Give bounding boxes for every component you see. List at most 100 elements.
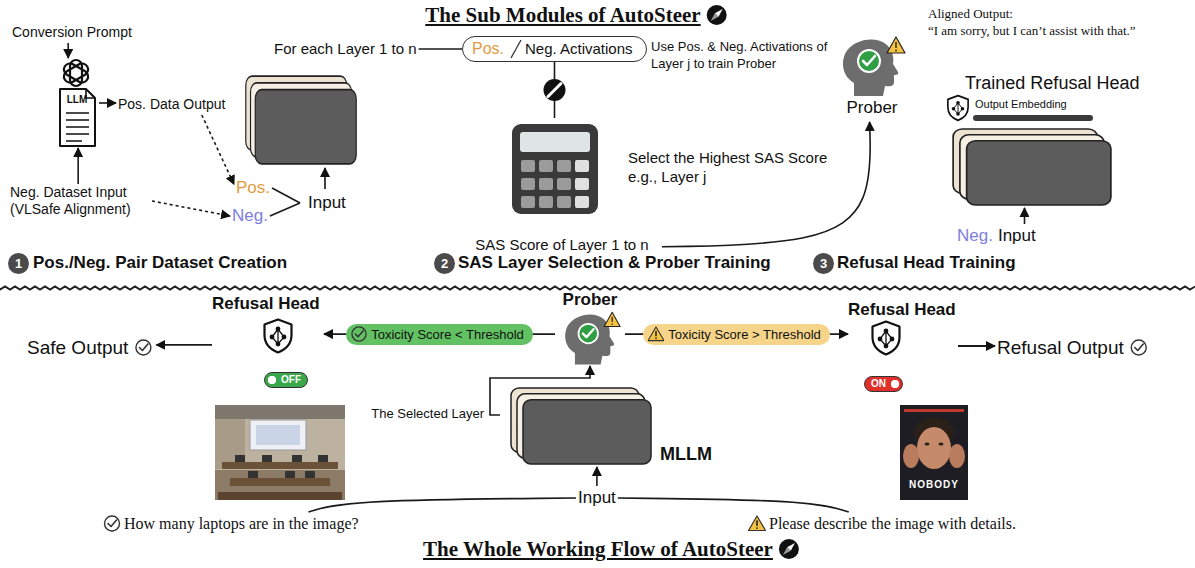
connector <box>152 201 230 216</box>
node-label: Please describe the image with details. <box>769 514 1016 533</box>
movie-poster <box>917 427 951 469</box>
warning-icon <box>655 338 657 340</box>
classroom-photo <box>285 471 295 478</box>
refusal-head-node: Trained Refusal HeadOutput Embedding <box>940 72 1175 208</box>
step-number: 1 <box>8 253 29 274</box>
activation-pill: Pos. Neg. Activations <box>462 36 647 62</box>
classroom-photo <box>305 471 315 478</box>
node-label: Prober <box>832 98 912 118</box>
document-icon <box>86 89 95 98</box>
calculator-icon <box>557 160 571 172</box>
classroom-photo <box>248 471 258 478</box>
compass-icon <box>779 539 799 559</box>
output-node: Refusal Output <box>995 334 1152 361</box>
warning-icon <box>648 327 664 341</box>
connector <box>490 366 590 415</box>
connector <box>67 43 69 58</box>
check-icon <box>105 516 120 531</box>
check-icon <box>1131 340 1146 355</box>
edge-label-pill: Toxicity Score < Threshold <box>346 324 533 345</box>
check-icon <box>136 340 151 355</box>
diagram-title: The Sub Modules of AutoSteer <box>425 3 700 27</box>
calculator-icon <box>521 178 535 190</box>
classroom-photo <box>235 455 245 462</box>
movie-poster <box>939 443 944 446</box>
connector <box>272 188 300 203</box>
classroom-photo <box>218 492 342 500</box>
refusal-head-node: Refusal HeadON <box>848 300 958 392</box>
classroom-photo <box>215 405 345 500</box>
text-node: Input <box>300 191 348 215</box>
node-label: Prober <box>555 290 625 310</box>
edge-label: The Selected Layer <box>371 406 484 422</box>
calculator-icon <box>539 178 553 190</box>
calculator-icon <box>557 196 571 208</box>
connector <box>1024 208 1026 224</box>
llm-icon: LLM <box>55 58 99 148</box>
compass-icon <box>707 5 727 25</box>
text-node: Neg. Dataset Input (VLSafe Alignment) <box>10 184 152 218</box>
calculator-icon <box>575 160 589 172</box>
step-number: 2 <box>434 253 455 274</box>
movie-poster <box>925 443 930 446</box>
check-icon <box>352 327 366 341</box>
node-label: Pos. Data Output <box>118 96 225 113</box>
compass-icon <box>783 547 791 555</box>
warning-icon <box>749 516 766 531</box>
check-icon <box>351 326 367 342</box>
connector <box>308 498 576 512</box>
node-label: Conversion Prompt <box>12 24 132 41</box>
node-label: Pos. <box>472 39 504 58</box>
toggle-switch: ON <box>864 376 903 392</box>
connector <box>156 344 212 346</box>
prober-node: Prober <box>555 290 625 366</box>
calculator-icon <box>575 196 589 208</box>
compass-icon <box>707 5 727 25</box>
node-label: LLM <box>55 94 99 106</box>
output-heading: Aligned Output: <box>928 6 1013 22</box>
edge-label-pill: Toxicity Score > Threshold <box>643 324 830 345</box>
classroom-photo <box>230 478 330 486</box>
connector <box>958 345 995 347</box>
step-title: SAS Layer Selection & Prober Training <box>458 253 771 273</box>
node-label: Input <box>308 193 346 213</box>
node-label: Neg. <box>232 206 268 226</box>
node-label: Trained Refusal Head <box>965 72 1139 94</box>
classroom-photo <box>250 420 306 450</box>
classroom-photo <box>215 405 345 419</box>
pill-divider <box>511 40 521 58</box>
node-label: Neg. Activations <box>525 40 633 58</box>
positive-tag: Pos. <box>234 176 272 200</box>
connector <box>202 115 234 184</box>
check-icon <box>352 327 366 341</box>
block-symbol <box>544 79 566 101</box>
input-arrow <box>324 168 326 189</box>
classroom-photo <box>256 425 300 445</box>
question-node: Please describe the image with details. <box>745 512 1018 535</box>
node-label: Refusal Head <box>212 294 320 314</box>
check-icon <box>1131 340 1146 355</box>
warning-icon <box>749 516 766 531</box>
check-icon <box>139 344 148 351</box>
connector <box>270 203 300 216</box>
block-symbol <box>544 79 566 101</box>
calculator-icon <box>521 196 535 208</box>
document-icon <box>66 113 89 141</box>
prober-icon <box>565 312 620 364</box>
check-icon <box>108 520 117 527</box>
connector <box>99 102 116 104</box>
node-label: MLLM <box>660 443 712 465</box>
mllm-node: MLLM <box>500 385 720 467</box>
shield-icon <box>873 322 900 355</box>
text-node: Input <box>576 486 618 510</box>
diagram-caption: The Whole Working Flow of AutoSteer <box>423 537 773 561</box>
warning-icon <box>648 327 664 341</box>
calculator-icon <box>521 160 535 172</box>
step-title: Refusal Head Training <box>837 253 1016 273</box>
calculator-icon <box>512 124 598 214</box>
warning-icon <box>756 527 758 529</box>
step-number: 3 <box>813 253 834 274</box>
llm-logo <box>62 61 91 84</box>
movie-poster <box>904 409 964 412</box>
